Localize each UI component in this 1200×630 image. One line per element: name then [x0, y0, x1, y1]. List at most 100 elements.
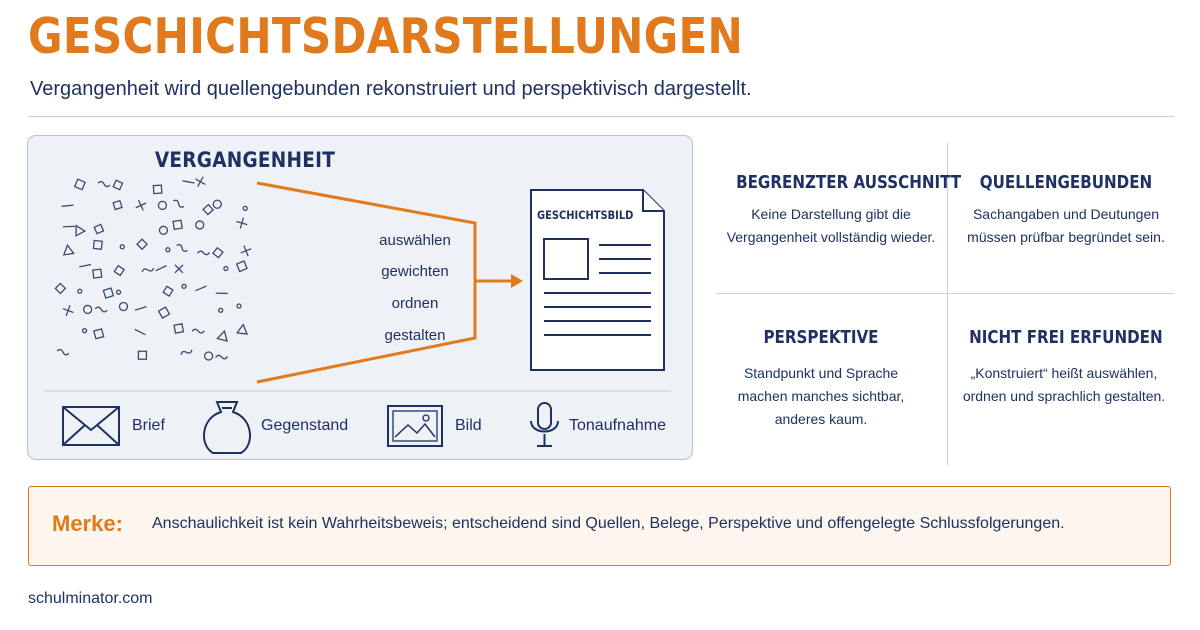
fragment-mark [62, 304, 74, 317]
card-text: Sachangaben und Deutungen müssen prüfbar… [967, 206, 1165, 245]
note-text: Anschaulichkeit ist kein Wahrheitsbeweis… [152, 515, 1065, 532]
fragment-mark [236, 303, 242, 309]
fragment-mark [62, 243, 75, 256]
note-box [28, 486, 1171, 566]
fragment-mark [236, 217, 248, 229]
fragment-mark [173, 199, 185, 208]
note-label: Merke: [52, 511, 123, 536]
fragment-mark [94, 306, 108, 313]
fragment-mark [54, 282, 67, 295]
fragment-mark [157, 306, 171, 319]
fragment-mark [141, 267, 155, 273]
envelope-icon [62, 406, 120, 446]
fragment-mark [174, 264, 184, 274]
card-text: Keine Darstellung gibt die Vergangenheit… [726, 206, 936, 245]
fragment-mark [92, 239, 103, 250]
document-title: GESCHICHTSBILD [537, 208, 634, 222]
fragment-mark [165, 247, 171, 253]
step-label: ordnen [391, 295, 439, 312]
fragment-mark [136, 238, 148, 251]
fragment-mark [176, 244, 188, 252]
fragment-mark [242, 205, 248, 212]
fragment-mark [97, 180, 111, 188]
fragment-mark [137, 350, 148, 360]
fragment-mark [77, 288, 83, 294]
picture-icon [387, 405, 443, 447]
source-label-audio: Tonaufnahme [569, 417, 666, 434]
step-label: gewichten [381, 263, 449, 280]
fragment-mark [118, 301, 129, 312]
footer-brand: schulminator.com [28, 590, 153, 607]
fragment-mark [197, 250, 211, 256]
fragment-mark [157, 200, 168, 211]
microphone-icon [530, 402, 559, 447]
fragment-mark [162, 285, 174, 297]
fragment-mark [119, 244, 125, 250]
card-text: „Konstruiert“ heißt auswählen, ordnen un… [962, 365, 1166, 404]
fragment-mark [113, 264, 125, 277]
page-title: GESCHICHTSDARSTELLUNGEN [28, 8, 744, 65]
fragment-mark [180, 349, 193, 355]
scattered-fragments [54, 176, 252, 361]
fragment-mark [202, 203, 215, 216]
source-label-letter: Brief [132, 417, 165, 434]
fragment-mark [173, 323, 185, 334]
fragment-mark [81, 328, 88, 334]
fragment-mark [215, 354, 229, 360]
fragment-mark [73, 178, 86, 191]
fragment-mark [92, 268, 103, 279]
fragment-mark [212, 246, 224, 259]
funnel-shape [256, 181, 523, 384]
fragment-mark [223, 265, 229, 272]
step-label: auswählen [379, 232, 451, 249]
fragment-mark [135, 199, 147, 211]
fragment-mark [152, 184, 163, 195]
fragment-mark [218, 307, 224, 313]
card-source-bound: QUELLENGEBUNDEN Sachangaben und Deutunge… [953, 172, 1179, 249]
fragment-mark [134, 306, 147, 311]
card-title: BEGRENZTER AUSSCHNITT [736, 172, 962, 193]
page-subtitle: Vergangenheit wird quellengebunden rekon… [30, 78, 752, 100]
fragment-mark [172, 219, 183, 231]
fragment-mark [212, 199, 222, 209]
fragment-mark [56, 348, 70, 356]
card-not-invented: NICHT FREI ERFUNDEN „Konstruiert“ heißt … [951, 327, 1177, 408]
fragment-mark [158, 225, 169, 235]
fragment-mark [203, 351, 214, 361]
source-label-object: Gegenstand [261, 417, 349, 434]
fragment-mark [182, 180, 195, 184]
fragment-mark [93, 223, 105, 235]
source-label-picture: Bild [455, 417, 482, 434]
fragment-mark [181, 283, 187, 289]
card-text: Standpunkt und Sprache machen manches si… [737, 365, 905, 427]
past-heading: VERGANGENHEIT [154, 148, 336, 172]
fragment-mark [93, 328, 105, 340]
fragment-mark [235, 260, 248, 273]
document-icon [530, 189, 665, 371]
card-perspective: PERSPEKTIVE Standpunkt und Sprache mache… [708, 327, 934, 431]
fragment-mark [112, 199, 123, 211]
card-title: PERSPEKTIVE [763, 327, 879, 348]
fragment-mark [240, 245, 252, 257]
fragment-mark [195, 220, 205, 230]
fragment-mark [191, 328, 205, 334]
fragment-mark [235, 323, 249, 335]
fragment-mark [79, 263, 92, 268]
fragment-mark [134, 328, 146, 336]
fragment-mark [102, 287, 115, 299]
vase-icon [202, 401, 252, 454]
fragment-mark [195, 176, 206, 187]
fragment-mark [216, 329, 228, 342]
grid-divider-horizontal [716, 293, 1174, 294]
fragment-mark [61, 204, 74, 207]
card-title: NICHT FREI ERFUNDEN [969, 327, 1163, 348]
diagram-graphics [45, 176, 671, 454]
fragment-mark [112, 179, 124, 191]
header-divider [28, 116, 1174, 117]
fragment-mark [115, 289, 122, 295]
card-title: QUELLENGEBUNDEN [979, 172, 1153, 193]
fragment-mark [155, 265, 167, 272]
grid-divider-vertical [947, 143, 948, 465]
fragment-mark [83, 304, 93, 315]
card-limited-excerpt: BEGRENZTER AUSSCHNITT Keine Darstellung … [718, 172, 962, 249]
